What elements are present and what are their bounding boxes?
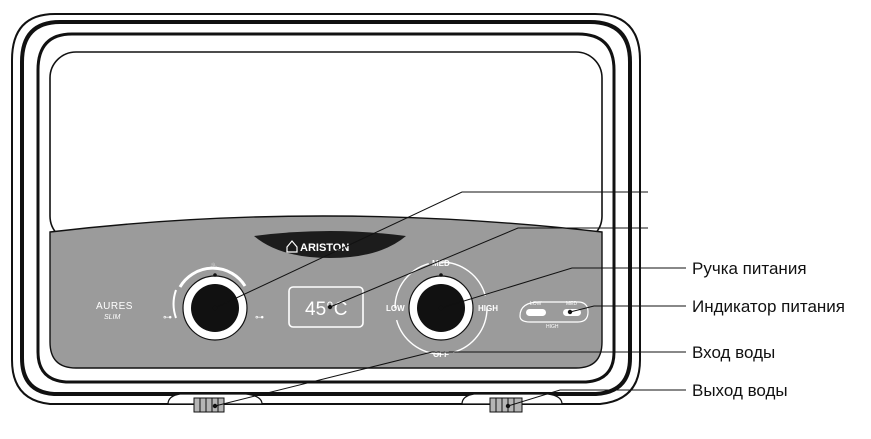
leader-line-indicator bbox=[569, 305, 686, 313]
leader-line-inlet bbox=[214, 351, 686, 407]
leader-line-outlet bbox=[507, 389, 686, 407]
ariston-logo-icon bbox=[286, 240, 298, 253]
submodel-name: SLIM bbox=[104, 314, 121, 321]
upper-window bbox=[49, 51, 603, 243]
callout-power-knob: Ручка питания bbox=[692, 259, 807, 278]
leader-line-power-knob bbox=[440, 267, 686, 309]
thermometer-cold-icon: ⊶ bbox=[163, 312, 172, 322]
power-knob-label-left: LOW bbox=[386, 304, 405, 313]
logo-band bbox=[254, 231, 406, 258]
indicator-label-med: MED bbox=[566, 301, 578, 307]
tap-icon: ♨ bbox=[210, 261, 217, 270]
indicator-label-high: HIGH bbox=[546, 324, 559, 330]
callout-water-inlet: Вход воды bbox=[692, 343, 776, 362]
power-knob-label-top: MED bbox=[432, 259, 450, 268]
water-inlet-pipe bbox=[167, 393, 263, 413]
model-name: AURES bbox=[96, 301, 133, 312]
indicator-label-low: LOW bbox=[530, 301, 542, 307]
power-knob-label-bottom: OFF bbox=[433, 350, 449, 359]
temperature-display bbox=[288, 286, 364, 328]
leader-line-temperature-knob bbox=[214, 191, 648, 309]
indicator-low-lamp bbox=[526, 309, 546, 316]
callout-water-outlet: Выход воды bbox=[692, 381, 788, 400]
callout-power-indicator: Индикатор питания bbox=[692, 297, 845, 316]
power-knob-label-right: HIGH bbox=[478, 304, 498, 313]
thermometer-hot-icon: ⊶ bbox=[255, 312, 264, 322]
leader-lines bbox=[214, 191, 686, 407]
leader-line-display bbox=[329, 227, 648, 308]
water-outlet-pipe bbox=[461, 393, 563, 413]
